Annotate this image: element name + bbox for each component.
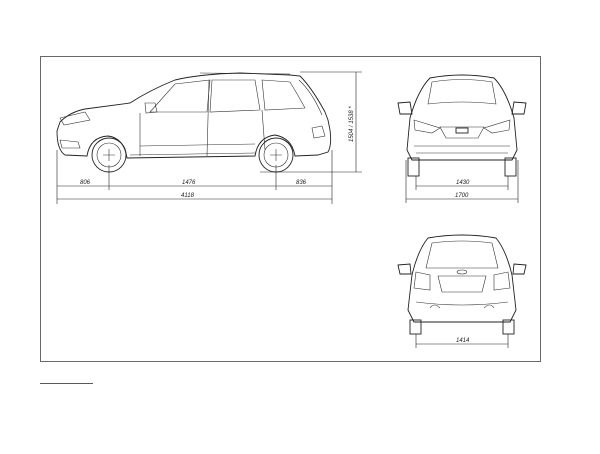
- wheelbase-label: 1476: [182, 180, 196, 186]
- drawing-frame: [40, 56, 541, 362]
- rear-view-car: [397, 234, 527, 335]
- height-label: 1504 / 1538 *: [349, 106, 355, 142]
- rear-track-label: 1414: [456, 338, 470, 344]
- overall-length-label: 4118: [181, 193, 195, 199]
- front-view-car: [397, 74, 527, 177]
- front-view-dimensions: 1430 1700: [405, 160, 519, 203]
- rear-view-dimensions: 1414: [415, 334, 509, 348]
- front-overhang-label: 806: [80, 180, 91, 186]
- side-view-car: [56, 72, 332, 173]
- front-track-label: 1430: [456, 180, 470, 186]
- side-view-dimensions: 806 1476 836 4118 1504 / 1538 *: [56, 71, 362, 204]
- rear-overhang-label: 836: [296, 180, 307, 186]
- overall-width-label: 1700: [455, 193, 469, 199]
